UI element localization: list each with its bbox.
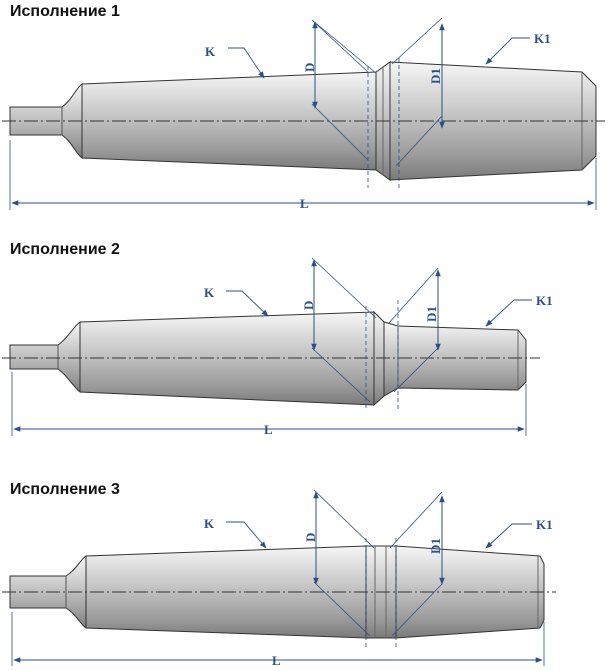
label-d-2: D [301, 301, 316, 310]
leader-k-2 [226, 290, 269, 317]
label-k-2: K [204, 285, 215, 300]
label-l-2: L [264, 422, 273, 437]
leader-k1-1 [485, 37, 530, 65]
variant-1-drawing: K K1 D D1 L [2, 17, 605, 211]
variant-1-title: Исполнение 1 [10, 3, 120, 20]
leader-k1-2 [485, 299, 532, 327]
variant-3-title: Исполнение 3 [10, 481, 120, 498]
label-d-3: D [303, 533, 318, 542]
label-d1-3: D1 [428, 538, 443, 554]
leader-k-3 [226, 521, 267, 549]
label-d1-1: D1 [428, 68, 443, 84]
variant-2-drawing: K K1 D D1 L [2, 257, 553, 437]
label-k1-2: K1 [536, 293, 553, 308]
label-d-1: D [302, 63, 317, 72]
label-k1-1: K1 [534, 31, 551, 46]
leader-k-1 [228, 47, 265, 79]
tang-2 [9, 321, 81, 393]
taper-k1-2 [383, 321, 527, 397]
label-k-1: K [205, 44, 216, 59]
variant-3-drawing: K K1 D D1 L [2, 489, 556, 668]
variant-2-title: Исполнение 2 [10, 241, 120, 258]
label-l-1: L [300, 196, 309, 211]
label-k1-3: K1 [536, 517, 553, 532]
label-d1-2: D1 [424, 306, 439, 322]
label-k-3: K [204, 516, 215, 531]
label-l-3: L [272, 653, 281, 668]
leader-k1-3 [485, 523, 532, 549]
